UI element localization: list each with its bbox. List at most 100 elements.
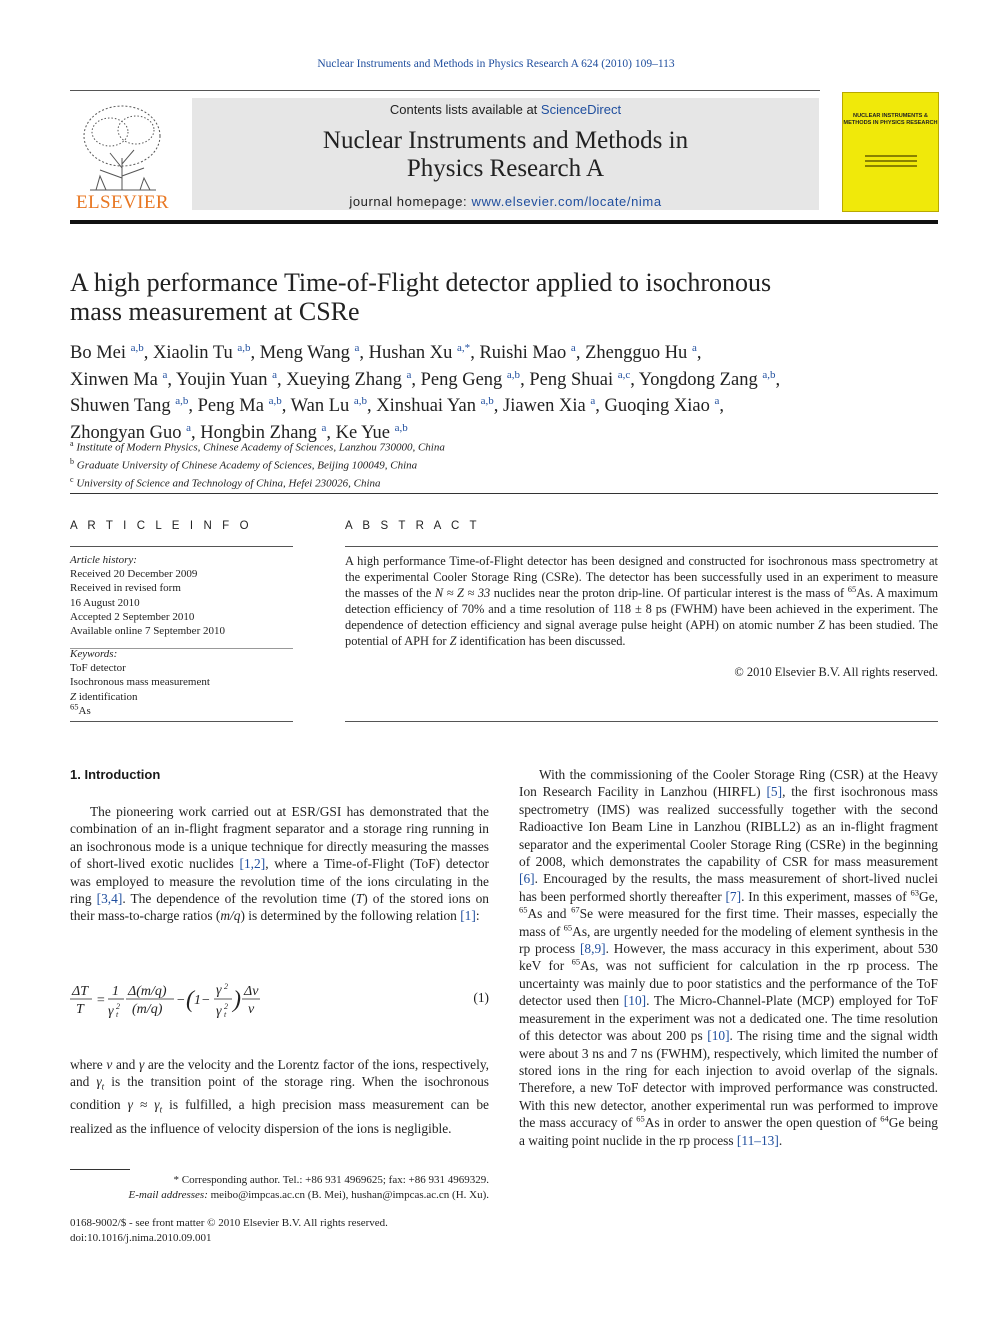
author-affiliation-mark[interactable]: a — [162, 368, 168, 381]
author-separator: , — [143, 343, 154, 364]
abstract-copyright: © 2010 Elsevier B.V. All rights reserved… — [734, 665, 938, 679]
affiliation-list: a Institute of Modern Physics, Chinese A… — [70, 437, 930, 491]
citation-link[interactable]: [5] — [766, 784, 783, 800]
author-affiliation-mark[interactable]: a,* — [457, 342, 471, 354]
corresponding-author-note: * Corresponding author. Tel.: +86 931 49… — [173, 1174, 489, 1186]
affiliation-text: University of Science and Technology of … — [76, 477, 381, 490]
affiliation-text: Institute of Modern Physics, Chinese Aca… — [76, 441, 445, 454]
citation-link[interactable]: [1] — [460, 908, 476, 924]
keyword-text: As — [78, 704, 91, 717]
author-separator: , — [630, 369, 639, 390]
affiliation: c University of Science and Technology o… — [70, 473, 930, 491]
online-date: Available online 7 September 2010 — [70, 625, 225, 638]
author-name: Shuwen Tang — [70, 396, 171, 417]
citation-link[interactable]: [6] — [519, 871, 535, 887]
author-separator: , — [595, 396, 605, 417]
keyword: Z identification — [70, 690, 293, 704]
author-affiliation-mark[interactable]: a,c — [617, 368, 631, 381]
intro-paragraph-1: The pioneering work carried out at ESR/G… — [70, 804, 489, 924]
svg-text:ΔT: ΔT — [71, 984, 89, 999]
keyword: ToF detector — [70, 662, 126, 675]
citation-link[interactable]: [10] — [623, 993, 647, 1009]
author-separator: , — [411, 369, 421, 390]
divider — [70, 648, 293, 649]
divider — [70, 721, 293, 722]
author-name: Yongdong Zang — [638, 369, 758, 390]
front-matter-footer: 0168-9002/$ - see front matter © 2010 El… — [70, 1216, 489, 1245]
author-affiliation-mark[interactable]: a — [321, 421, 327, 434]
divider — [345, 721, 938, 722]
svg-text:γ: γ — [216, 1004, 222, 1019]
author-affiliation-mark[interactable]: a — [590, 395, 596, 408]
author-separator: , — [575, 343, 586, 364]
svg-text:): ) — [231, 987, 241, 1013]
author-affiliation-mark[interactable]: a,b — [175, 395, 189, 408]
author-affiliation-mark[interactable]: a,b — [130, 342, 144, 354]
divider — [345, 546, 938, 547]
svg-text:(m/q): (m/q) — [132, 1002, 163, 1017]
author-affiliation-mark[interactable]: a — [570, 342, 576, 354]
author-name: Hongbin Zhang — [200, 423, 317, 444]
citation-link[interactable]: [8,9] — [579, 941, 606, 957]
author-affiliation-mark[interactable]: a — [406, 368, 412, 381]
author-separator: , — [696, 343, 702, 364]
keyword-text: identification — [76, 690, 138, 703]
author-separator: , — [470, 343, 480, 364]
author-separator: , — [359, 343, 369, 364]
homepage-link[interactable]: www.elsevier.com/locate/nima — [471, 194, 662, 209]
author-line: Xinwen Ma a, Youjin Yuan a, Xueying Zhan… — [70, 368, 780, 390]
author-affiliation-mark[interactable]: a,b — [268, 395, 282, 408]
doi-line[interactable]: doi:10.1016/j.nima.2010.09.001 — [70, 1231, 212, 1244]
journal-name-line-2: Physics Research A — [406, 155, 605, 182]
author-affiliation-mark[interactable]: a — [714, 395, 720, 408]
article-title-line-2: mass measurement at CSRe — [70, 297, 360, 326]
author-name: Xiaolin Tu — [153, 343, 233, 364]
divider — [70, 493, 938, 494]
author-affiliation-mark[interactable]: a — [691, 342, 697, 354]
author-affiliation-mark[interactable]: a,b — [506, 368, 521, 381]
homepage-prefix: journal homepage: — [349, 194, 472, 209]
keyword-variable: Z — [70, 690, 77, 703]
author-affiliation-mark[interactable]: a — [354, 342, 360, 354]
author-name: Youjin Yuan — [175, 369, 268, 390]
author-name: Hushan Xu — [368, 343, 453, 364]
svg-text:1: 1 — [112, 984, 119, 999]
citation-link[interactable]: [3,4] — [96, 891, 123, 907]
author-name: Ke Yue — [335, 423, 390, 444]
keyword-superscript: 65 — [70, 701, 79, 712]
author-list: Bo Mei a,b, Xiaolin Tu a,b, Meng Wang a,… — [70, 338, 930, 445]
author-affiliation-mark[interactable]: a,b — [237, 342, 251, 354]
author-separator: , — [276, 369, 287, 390]
citation-link[interactable]: [10] — [707, 1028, 730, 1044]
author-affiliation-mark[interactable]: a — [272, 368, 277, 381]
citation-link[interactable]: [7] — [725, 888, 742, 904]
email-addresses: E-mail addresses: meibo@impcas.ac.cn (B.… — [128, 1188, 489, 1201]
author-name: Peng Ma — [197, 396, 264, 417]
author-separator: , — [520, 369, 530, 390]
keyword: 65As — [70, 701, 293, 718]
author-name: Peng Shuai — [529, 369, 614, 390]
received-date: Received 20 December 2009 — [70, 568, 198, 581]
author-separator: , — [250, 343, 260, 364]
author-affiliation-mark[interactable]: a,b — [762, 368, 776, 381]
journal-reference[interactable]: Nuclear Instruments and Methods in Physi… — [317, 58, 675, 70]
author-affiliation-mark[interactable]: a,b — [394, 421, 408, 434]
author-affiliation-mark[interactable]: a,b — [480, 395, 494, 408]
affiliation: a Institute of Modern Physics, Chinese A… — [70, 437, 930, 455]
svg-text:v: v — [248, 1002, 255, 1017]
citation-link[interactable]: [11–13] — [736, 1132, 779, 1148]
affiliation-mark: c — [70, 475, 74, 485]
sciencedirect-link[interactable]: ScienceDirect — [540, 102, 622, 117]
author-separator: , — [367, 396, 377, 417]
citation-link[interactable]: [1,2] — [239, 856, 266, 872]
author-name: Bo Mei — [70, 343, 127, 364]
author-name: Zhongyan Guo — [70, 423, 182, 444]
banner-bottom-rule — [70, 220, 938, 224]
author-name: Wan Lu — [290, 396, 350, 417]
svg-text:2: 2 — [116, 1002, 120, 1011]
publisher-logo-text: ELSEVIER — [76, 192, 169, 213]
author-affiliation-mark[interactable]: a — [186, 421, 192, 434]
author-affiliation-mark[interactable]: a,b — [353, 395, 368, 408]
keyword: Isochronous mass measurement — [70, 676, 210, 689]
